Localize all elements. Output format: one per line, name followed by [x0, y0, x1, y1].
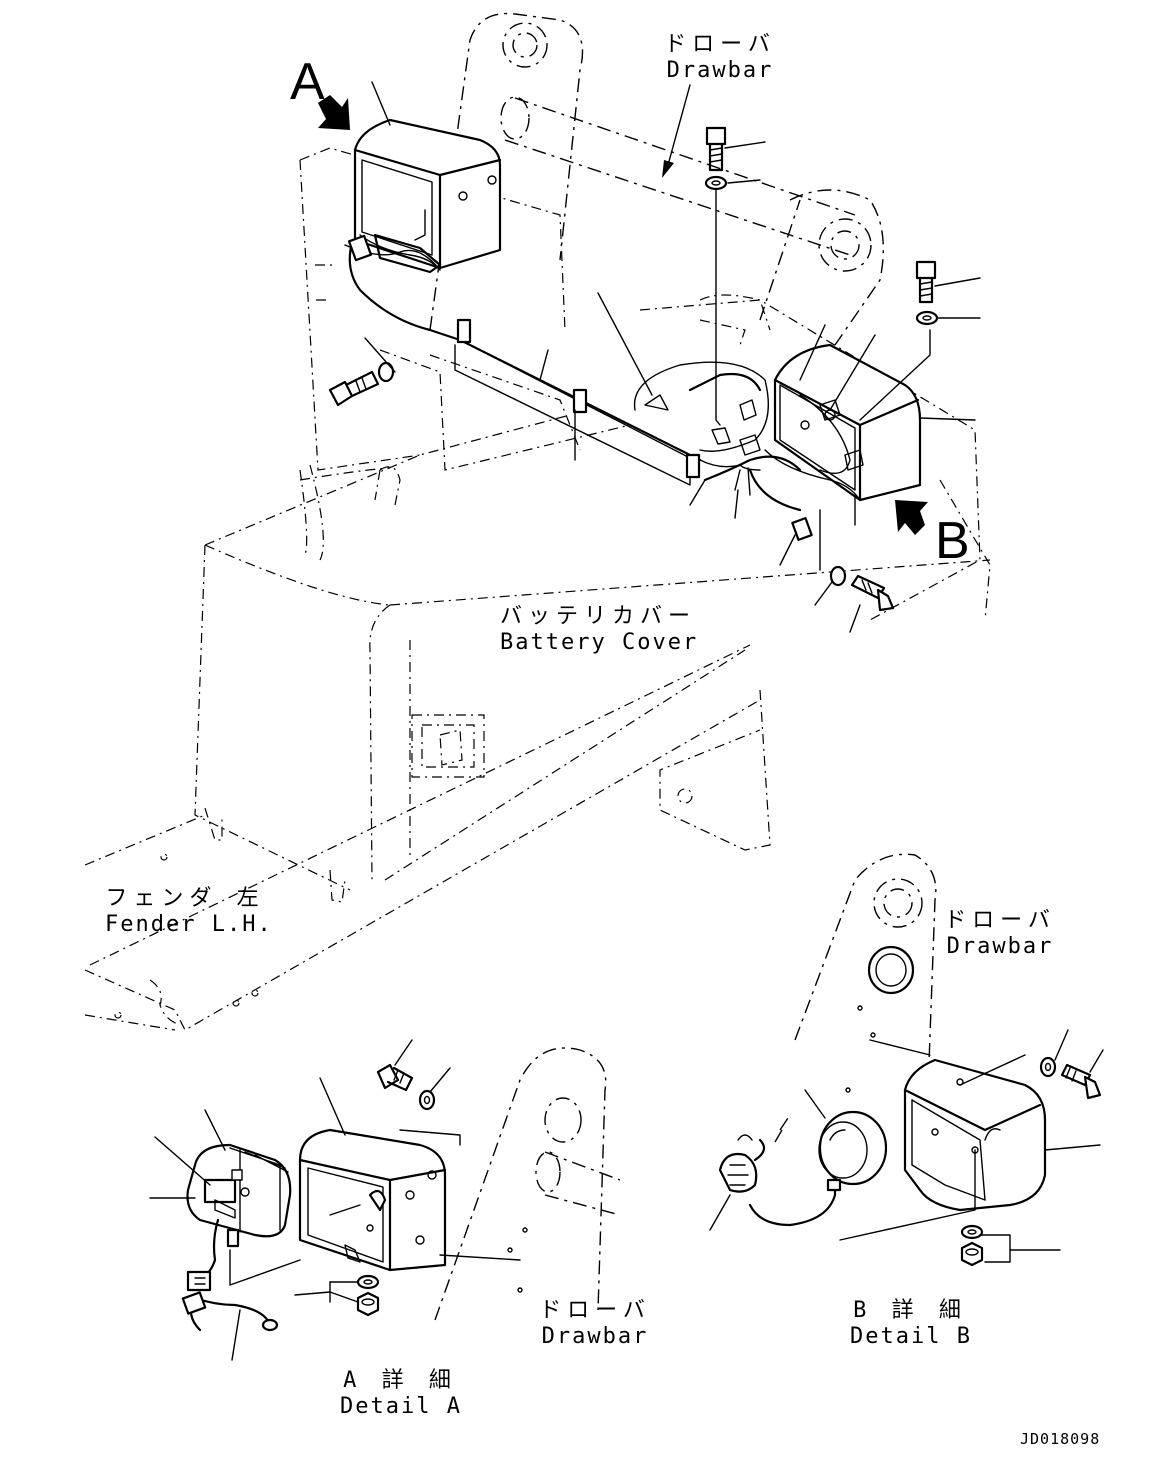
view-arrow-b	[895, 500, 928, 535]
label-battery-cover: バッテリカバー Battery Cover	[500, 604, 699, 656]
leader-lines-main	[364, 81, 981, 633]
fasteners-main	[328, 126, 939, 612]
detail-a-leaders	[149, 1039, 521, 1361]
label-drawbar-top: ドローバ Drawbar	[660, 32, 780, 84]
detail-a-assembly	[149, 1039, 621, 1361]
view-a-callout: A	[290, 53, 325, 111]
battery-cover-outline	[194, 414, 991, 903]
harness-rail	[454, 318, 702, 486]
view-arrow-a	[318, 95, 350, 130]
label-drawbar-detail-a: ドローバ Drawbar	[535, 1298, 655, 1350]
detail-a-fasteners	[356, 1063, 436, 1317]
label-detail-b-jp: B 詳 細	[853, 1298, 967, 1323]
label-drawbar-detail-a-jp: ドローバ	[539, 1298, 651, 1323]
label-detail-b: B 詳 細 Detail B	[850, 1298, 970, 1350]
detail-b-assembly	[709, 853, 1104, 1267]
label-detail-a-en: Detail A	[340, 1394, 462, 1419]
detail-b-housing	[903, 1058, 1047, 1212]
label-drawbar-right-en: Drawbar	[946, 934, 1054, 959]
label-fender-lh: フェンダ 左 Fender L.H.	[105, 886, 273, 938]
frame-outline	[299, 147, 991, 851]
drawbar-outline	[429, 12, 884, 346]
label-battery-cover-jp: バッテリカバー	[500, 604, 697, 629]
label-battery-cover-en: Battery Cover	[500, 630, 699, 655]
label-fender-lh-en: Fender L.H.	[105, 912, 273, 937]
wiring-harness	[633, 361, 813, 541]
label-detail-a-jp: A 詳 細	[343, 1368, 457, 1393]
label-drawbar-right-jp: ドローバ	[944, 908, 1056, 933]
detail-b-leaders	[709, 1029, 1104, 1263]
label-drawbar-detail-a-en: Drawbar	[541, 1324, 649, 1349]
view-b-callout: B	[935, 512, 970, 570]
work-lamp-a	[344, 118, 502, 342]
drawing-code: JD018098	[1020, 1430, 1101, 1448]
fender-outline	[84, 644, 761, 1031]
work-lamp-b	[764, 343, 922, 502]
label-drawbar-top-en: Drawbar	[666, 58, 774, 83]
label-fender-lh-jp: フェンダ 左	[105, 886, 265, 911]
label-detail-a: A 詳 細 Detail A	[340, 1368, 460, 1420]
detail-b-fasteners	[960, 1056, 1102, 1267]
label-drawbar-top-jp: ドローバ	[664, 32, 776, 57]
detail-b-lamp	[718, 1110, 888, 1227]
label-drawbar-right: ドローバ Drawbar	[940, 908, 1060, 960]
detail-a-housing	[298, 1128, 447, 1272]
label-detail-b-en: Detail B	[850, 1324, 972, 1349]
main-assembly	[84, 12, 991, 1031]
detail-a-lamp	[181, 1143, 292, 1332]
